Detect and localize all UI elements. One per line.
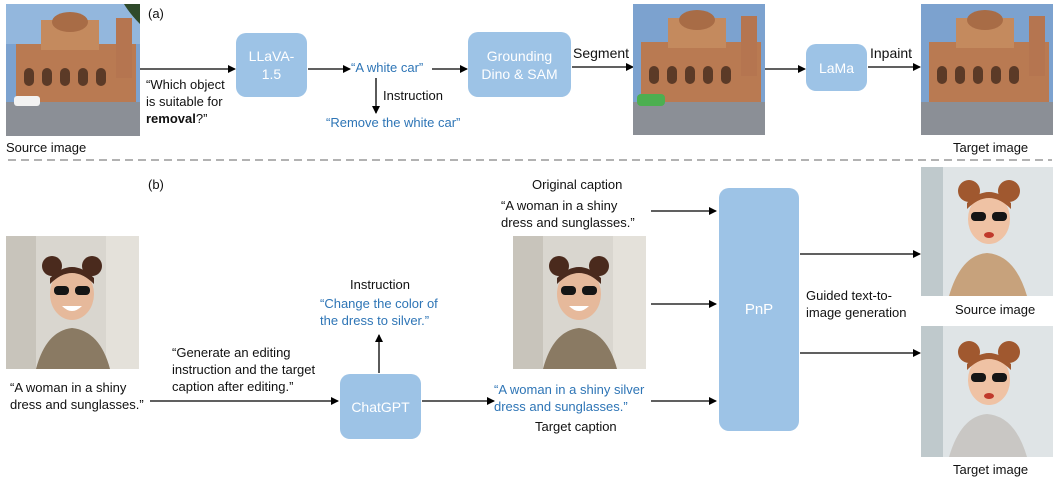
generated-source-image [921, 167, 1053, 296]
source-building-image [6, 4, 140, 136]
woman-reference-image [513, 236, 646, 369]
removal-prompt-line1: “Which object [146, 77, 225, 92]
instruction-label-b: Instruction [350, 277, 410, 292]
input-caption: “A woman in a shiny dress and sunglasses… [10, 379, 144, 413]
instruction-label-a: Instruction [383, 88, 443, 103]
generation-prompt: “Generate an editing instruction and the… [172, 344, 315, 395]
target-caption-line2: dress and sunglasses.” [494, 399, 628, 414]
source-image-caption: Source image [6, 140, 87, 155]
target-caption-line1: “A woman in a shiny silver [494, 382, 645, 397]
input-caption-line2: dress and sunglasses.” [10, 397, 144, 412]
guided-generation-label: Guided text-to- image generation [806, 287, 906, 321]
removal-prompt-end: ?” [195, 111, 208, 126]
llava-output-text: “A white car” [351, 60, 424, 75]
original-caption-line2: dress and sunglasses.” [501, 215, 635, 230]
generation-prompt-line2: instruction and the target [172, 362, 316, 377]
removal-prompt-line2: is suitable for [146, 94, 223, 109]
original-caption-label: Original caption [532, 177, 623, 192]
target-image-label-b: Target image [953, 462, 1029, 477]
panel-a-label: (a) [148, 6, 164, 21]
grounding-label-line1: Grounding [486, 47, 553, 64]
target-caption-label: Target caption [535, 419, 617, 434]
segment-label: Segment [573, 45, 630, 61]
removal-keyword: removal [146, 111, 196, 126]
inpainted-target-image [921, 4, 1053, 135]
remove-instruction-text: “Remove the white car” [326, 115, 461, 130]
pnp-box: PnP [719, 188, 799, 431]
grounding-label-line2: Dino & SAM [481, 65, 558, 82]
input-caption-line1: “A woman in a shiny [10, 380, 127, 395]
chatgpt-box: ChatGPT [340, 374, 421, 439]
generation-prompt-line1: “Generate an editing [172, 345, 291, 360]
generation-prompt-line3: caption after editing.” [172, 379, 294, 394]
guided-line1: Guided text-to- [806, 288, 892, 303]
woman-input-image [6, 236, 139, 369]
original-caption-line1: “A woman in a shiny [501, 198, 618, 213]
llava-label-line2: 1.5 [261, 66, 282, 82]
lama-box: LaMa [806, 44, 867, 91]
guided-line2: image generation [806, 305, 907, 320]
instruction-text-line2: the dress to silver.” [320, 313, 430, 328]
grounding-sam-box: Grounding Dino & SAM [468, 32, 571, 97]
generated-target-image [921, 326, 1053, 457]
panel-b-label: (b) [148, 177, 164, 192]
target-caption-text: “A woman in a shiny silver dress and sun… [494, 381, 644, 415]
inpaint-label: Inpaint [870, 45, 913, 61]
original-caption-text: “A woman in a shiny dress and sunglasses… [501, 197, 635, 231]
change-color-instruction: “Change the color of the dress to silver… [320, 295, 438, 329]
removal-prompt: “Which object is suitable for removal?” [146, 76, 225, 127]
source-image-label-b: Source image [955, 302, 1036, 317]
llava-label-line1: LLaVA- [248, 48, 295, 64]
target-image-caption-a: Target image [953, 140, 1029, 155]
removal-prompt-line3: removal?” [146, 110, 225, 127]
segmented-building-image [633, 4, 765, 135]
llava-box: LLaVA- 1.5 [236, 33, 307, 97]
instruction-text-line1: “Change the color of [320, 296, 438, 311]
